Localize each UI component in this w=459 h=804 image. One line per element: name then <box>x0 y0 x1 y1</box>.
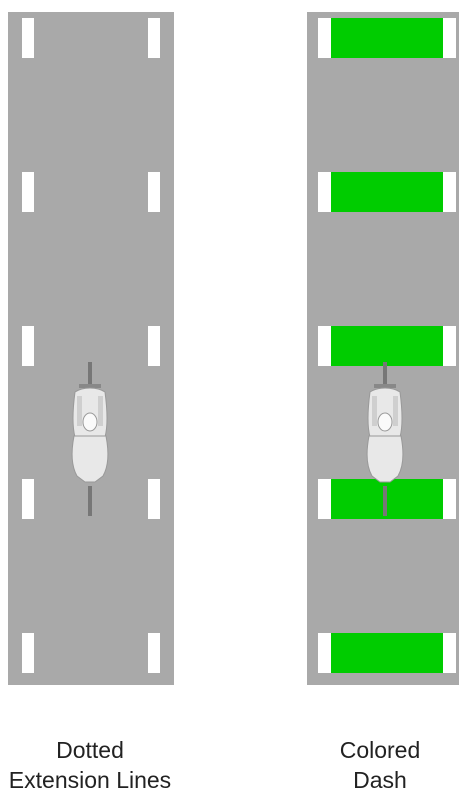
dotted-extension-line-right <box>148 633 160 673</box>
extension-line-edge-left <box>318 633 331 673</box>
dotted-extension-line-left <box>22 172 34 212</box>
dotted-extension-line-right <box>148 18 160 58</box>
extension-line-edge-right <box>443 633 456 673</box>
dotted-extension-line-left <box>22 326 34 366</box>
caption-line: Dotted <box>0 735 180 765</box>
extension-line-edge-right <box>443 18 456 58</box>
colored-dash <box>331 172 443 212</box>
extension-line-edge-left <box>318 326 331 366</box>
colored-dash <box>331 18 443 58</box>
caption-line: Dash <box>305 765 455 795</box>
extension-line-edge-left <box>318 479 331 519</box>
colored-dash <box>331 326 443 366</box>
dotted-extension-line-left <box>22 479 34 519</box>
caption-colored-dash: Colored Dash <box>305 735 455 795</box>
bike-lane-dotted <box>8 12 174 685</box>
dotted-extension-line-right <box>148 479 160 519</box>
dotted-extension-line-right <box>148 326 160 366</box>
cyclist-top-view-icon <box>360 362 410 522</box>
extension-line-edge-right <box>443 326 456 366</box>
caption-line: Extension Lines <box>0 765 180 795</box>
caption-line: Colored <box>305 735 455 765</box>
dotted-extension-line-left <box>22 633 34 673</box>
extension-line-edge-left <box>318 172 331 212</box>
bike-lane-colored <box>307 12 459 685</box>
dotted-extension-line-right <box>148 172 160 212</box>
colored-dash <box>331 633 443 673</box>
caption-dotted-extension-lines: Dotted Extension Lines <box>0 735 180 795</box>
extension-line-edge-left <box>318 18 331 58</box>
dotted-extension-line-left <box>22 18 34 58</box>
extension-line-edge-right <box>443 479 456 519</box>
cyclist-top-view-icon <box>65 362 115 522</box>
extension-line-edge-right <box>443 172 456 212</box>
